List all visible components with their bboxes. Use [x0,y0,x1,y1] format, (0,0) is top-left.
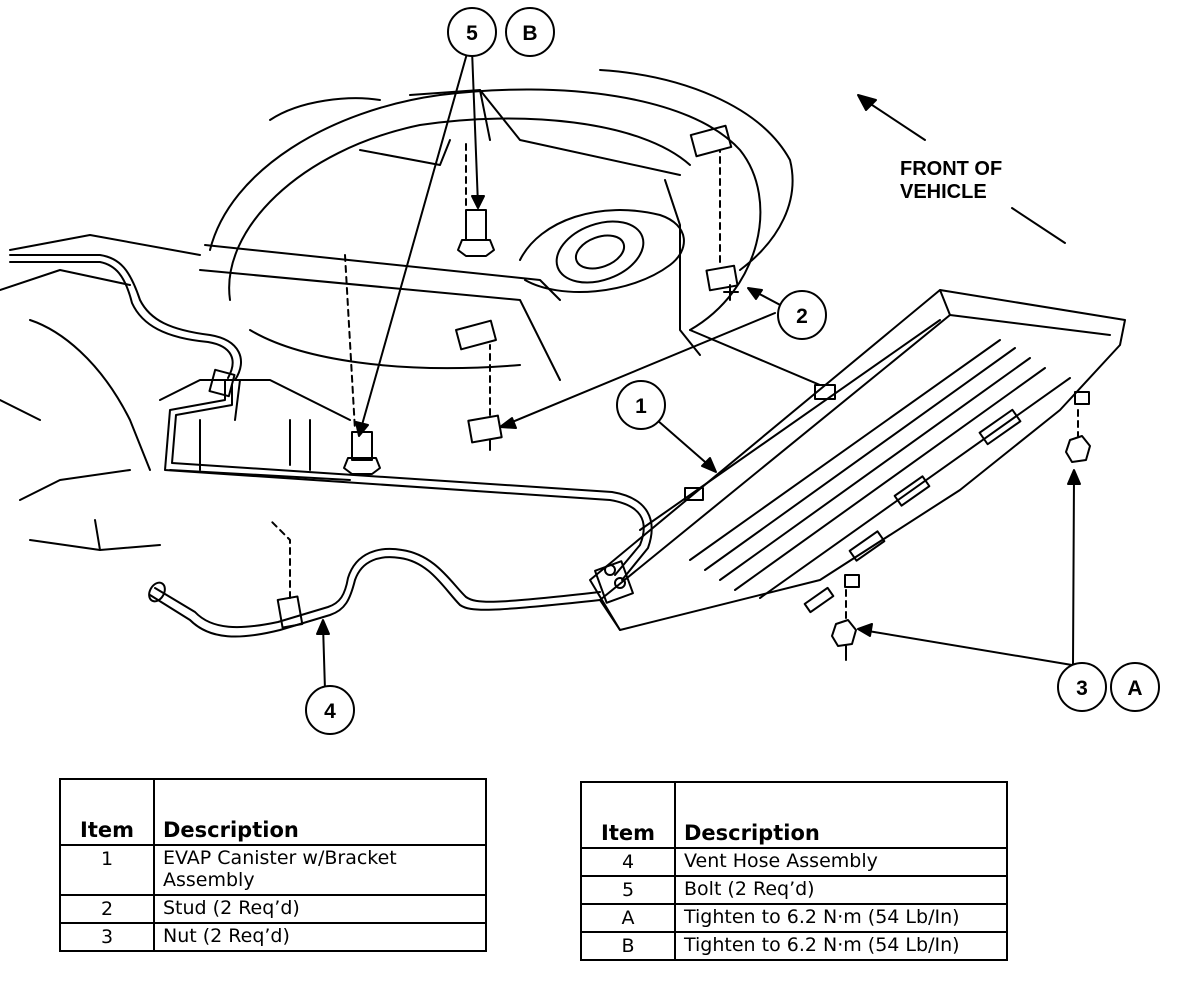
front-of-vehicle-line2: VEHICLE [900,181,987,203]
evap-canister-bracket [589,289,1126,631]
row-item: A [580,903,676,933]
table-row: 2 Stud (2 Req’d) [59,893,487,924]
header-item: Item [580,781,676,849]
callout-a: A [1110,662,1160,712]
nuts [831,409,1091,661]
header-description: Description [674,781,1008,849]
row-item: 5 [580,875,676,905]
callout-b-label: B [522,22,537,45]
legend-right-header: Item Description [580,781,1008,849]
vehicle-body-structure [0,69,821,551]
legend-table-left: Item Description 1 EVAP Canister w/Brack… [59,778,487,952]
callout-3: 3 [1057,662,1107,712]
header-item: Item [59,778,155,846]
front-of-vehicle-line1: FRONT OF [900,158,1002,180]
row-item: 2 [59,893,155,924]
table-row: 4 Vent Hose Assembly [580,847,1008,877]
table-row: B Tighten to 6.2 N·m (54 Lb/In) [580,931,1008,961]
bolts [343,139,495,475]
callout-1-label: 1 [635,395,647,418]
callout-3-label: 3 [1076,677,1088,700]
row-description: Tighten to 6.2 N·m (54 Lb/In) [674,903,1008,933]
row-description: Vent Hose Assembly [674,847,1008,877]
callout-b: B [505,7,555,57]
header-description: Description [153,778,487,846]
row-item: 4 [580,847,676,877]
row-description: Stud (2 Req’d) [153,893,487,924]
vent-hose-assembly [148,519,601,638]
row-item: B [580,931,676,961]
callout-2-label: 2 [796,305,808,328]
row-description: EVAP Canister w/Bracket Assembly [153,844,487,896]
callout-a-label: A [1127,677,1142,700]
table-row: A Tighten to 6.2 N·m (54 Lb/In) [580,903,1008,933]
callout-2: 2 [777,290,827,340]
row-description: Tighten to 6.2 N·m (54 Lb/In) [674,931,1008,961]
evap-canister-diagram: 5 B 2 1 3 A 4 FRONT OF VEHICLE [0,7,1160,735]
callout-4: 4 [305,685,355,735]
front-arrow [857,94,1066,244]
legend-table-right: Item Description 4 Vent Hose Assembly 5 … [580,781,1008,961]
table-row: 1 EVAP Canister w/Bracket Assembly [59,844,487,896]
callout-1: 1 [616,380,666,430]
callout-5-label: 5 [466,22,478,45]
callout-5: 5 [447,7,497,57]
row-description: Bolt (2 Req’d) [674,875,1008,905]
leader-lines [316,49,1081,691]
callout-4-label: 4 [324,700,336,723]
table-row: 3 Nut (2 Req’d) [59,921,487,952]
row-item: 3 [59,921,155,952]
row-description: Nut (2 Req’d) [153,921,487,952]
legend-left-header: Item Description [59,778,487,846]
table-row: 5 Bolt (2 Req’d) [580,875,1008,905]
studs [455,124,739,451]
vapor-lines [9,254,653,581]
row-item: 1 [59,844,155,896]
